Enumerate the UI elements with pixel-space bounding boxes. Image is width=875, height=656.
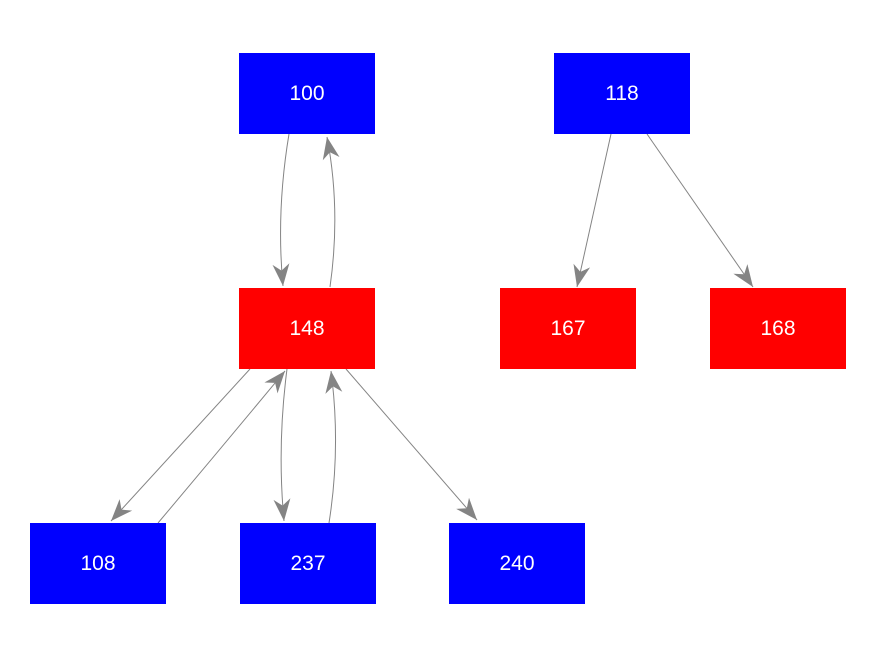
node-108-label: 108 bbox=[80, 552, 116, 575]
edge-118-168-arrowhead-icon bbox=[733, 264, 753, 287]
node-100-label: 100 bbox=[289, 82, 325, 105]
node-240-label: 240 bbox=[499, 552, 535, 575]
edge-118-167-line bbox=[576, 133, 612, 288]
edge-148-240-line bbox=[345, 368, 478, 521]
node-148-label: 148 bbox=[289, 317, 325, 340]
node-100[interactable]: 100 bbox=[239, 53, 375, 134]
node-237[interactable]: 237 bbox=[240, 523, 376, 604]
edge-100-148-line bbox=[280, 133, 290, 287]
edge-237-148-arrowhead-icon bbox=[325, 371, 343, 394]
edge-237-148-line bbox=[328, 370, 337, 524]
node-167[interactable]: 167 bbox=[500, 288, 636, 369]
node-118-label: 118 bbox=[605, 82, 639, 105]
node-168-label: 168 bbox=[760, 317, 796, 340]
edge-108-148-line bbox=[157, 370, 286, 524]
node-167-label: 167 bbox=[550, 317, 586, 340]
node-148[interactable]: 148 bbox=[239, 288, 375, 369]
edge-148-237-line bbox=[280, 368, 288, 522]
edge-148-240-arrowhead-icon bbox=[456, 497, 477, 520]
edge-148-108-line bbox=[110, 368, 251, 522]
node-240[interactable]: 240 bbox=[449, 523, 585, 604]
edge-108-148-arrowhead-icon bbox=[264, 371, 285, 394]
edge-148-100-arrowhead-icon bbox=[322, 137, 340, 161]
edge-118-167-arrowhead-icon bbox=[573, 263, 591, 287]
edge-148-237-arrowhead-icon bbox=[273, 498, 291, 521]
node-108[interactable]: 108 bbox=[30, 523, 166, 604]
edge-148-100-line bbox=[326, 136, 336, 288]
node-168[interactable]: 168 bbox=[710, 288, 846, 369]
edge-148-108-arrowhead-icon bbox=[111, 499, 133, 521]
node-118[interactable]: 118 bbox=[554, 53, 690, 134]
edge-118-168-line bbox=[646, 133, 754, 288]
edge-100-148-arrowhead-icon bbox=[272, 263, 290, 286]
node-237-label: 237 bbox=[290, 552, 326, 575]
